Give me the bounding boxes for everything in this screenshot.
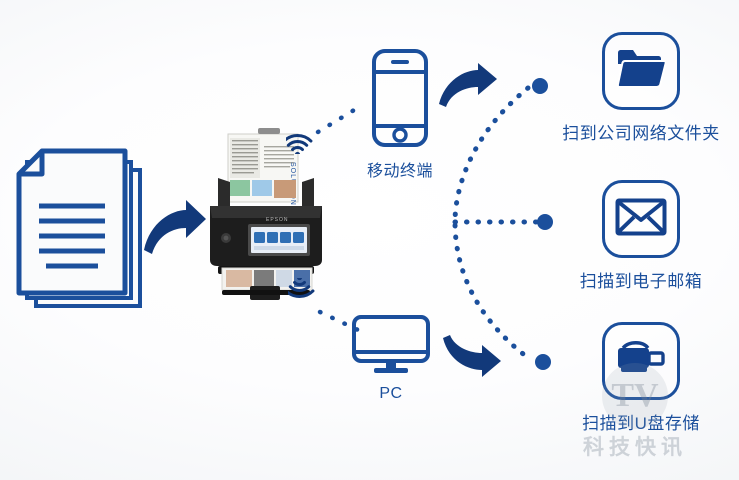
curved-arrow-right-icon bbox=[437, 62, 499, 115]
node-mobile-terminal[interactable]: 移动终端 bbox=[352, 48, 448, 181]
watermark-text: 科技快讯 bbox=[583, 436, 687, 459]
wifi-signal-icon bbox=[284, 274, 328, 323]
destination-tile[interactable] bbox=[602, 32, 680, 110]
usb-drive-icon bbox=[615, 339, 667, 384]
destination-email[interactable]: 扫描到电子邮箱 bbox=[564, 180, 718, 292]
destination-tile[interactable] bbox=[602, 322, 680, 400]
document-text-lines bbox=[39, 203, 105, 269]
curved-arrow-right-icon bbox=[142, 198, 208, 263]
scanner-output-tray bbox=[218, 266, 314, 300]
curved-arrow-right-icon bbox=[441, 330, 503, 383]
arc-node-middle bbox=[537, 214, 553, 230]
destination-label: 扫描到电子邮箱 bbox=[579, 272, 703, 291]
desktop-monitor-icon bbox=[348, 314, 434, 381]
envelope-icon bbox=[615, 198, 667, 241]
node-label-pc: PC bbox=[379, 385, 403, 402]
dotted-arc bbox=[452, 85, 534, 363]
document-sheet-front bbox=[16, 148, 128, 296]
smartphone-icon bbox=[352, 48, 448, 153]
node-label-mobile: 移动终端 bbox=[366, 163, 433, 180]
wifi-signal-icon bbox=[282, 114, 326, 159]
scanner-panel-icons bbox=[254, 232, 304, 250]
destination-label: 扫到公司网络文件夹 bbox=[562, 124, 720, 143]
destination-tile[interactable] bbox=[602, 180, 680, 258]
destination-network-folder[interactable]: 扫到公司网络文件夹 bbox=[555, 32, 727, 144]
scanner-brand-mark: EPSON bbox=[266, 217, 289, 223]
node-pc[interactable]: PC bbox=[348, 314, 434, 403]
scanner-input-paper: SOLUTIONS bbox=[227, 128, 299, 211]
destination-label: 扫描到U盘存储 bbox=[582, 414, 700, 433]
scanner-device: SOLUTIONS EPSON bbox=[196, 126, 336, 306]
arc-node-top bbox=[532, 78, 548, 94]
destination-usb-drive[interactable]: 扫描到U盘存储 bbox=[568, 322, 714, 434]
folder-icon bbox=[616, 47, 667, 96]
arc-node-bottom bbox=[535, 354, 551, 370]
